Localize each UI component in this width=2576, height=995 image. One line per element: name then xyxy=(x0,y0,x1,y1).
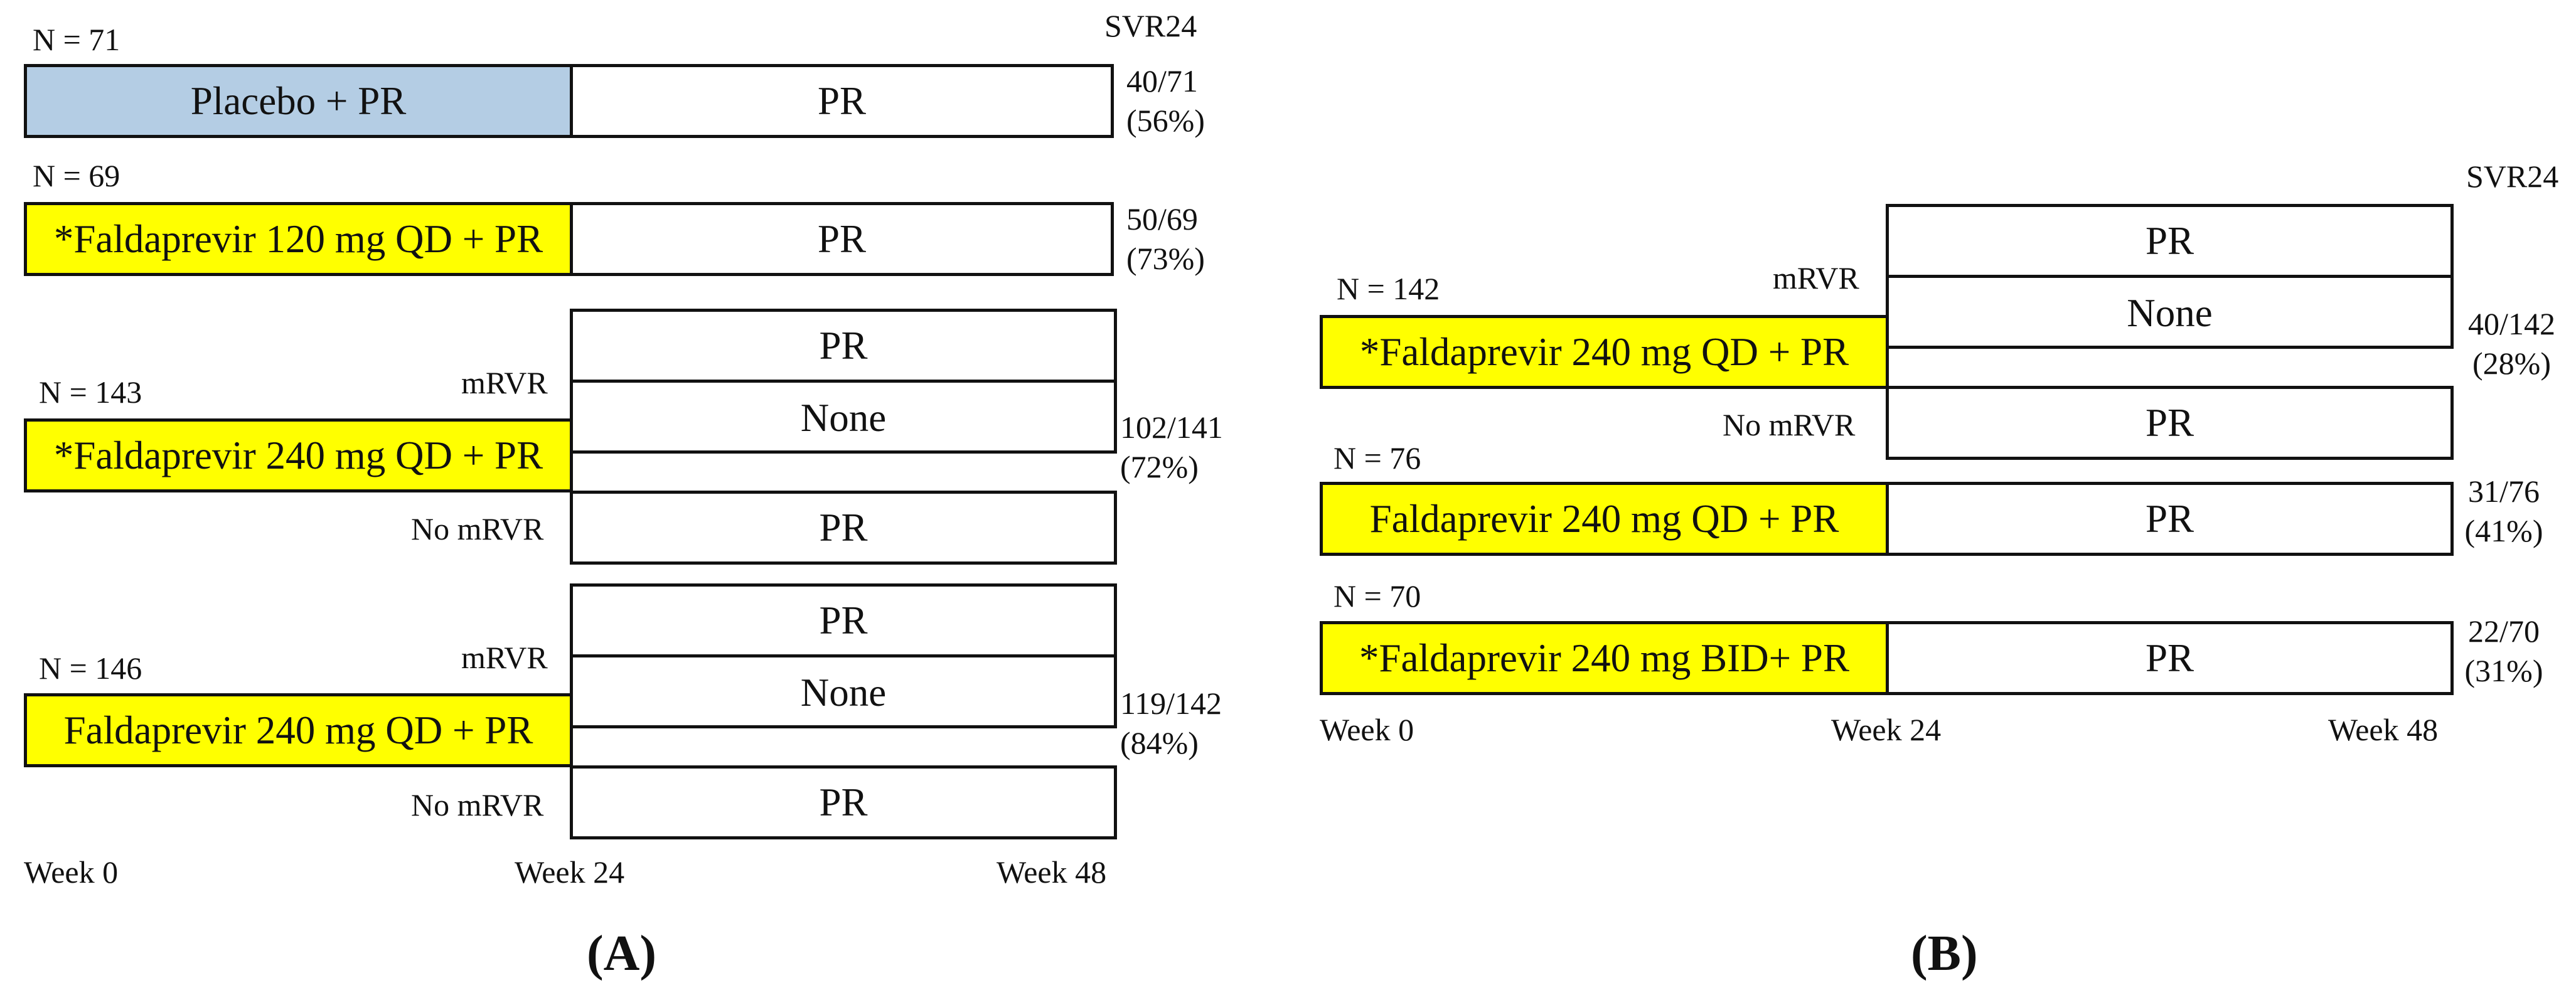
mrvr-label: mRVR xyxy=(461,640,548,675)
svr-result: 22/70 (31%) xyxy=(2460,612,2548,691)
axis-week-0: Week 0 xyxy=(24,854,119,890)
n-label: N = 146 xyxy=(39,651,142,686)
n-label: N = 71 xyxy=(33,22,120,57)
mrvr-label: mRVR xyxy=(1773,260,1859,295)
pr-box: PR xyxy=(1886,482,2454,556)
pr-box: PR xyxy=(570,491,1117,565)
axis-week-48: Week 48 xyxy=(997,854,1107,890)
svr-percent: (41%) xyxy=(2464,513,2543,548)
svr-fraction: 22/70 xyxy=(2468,614,2540,649)
pr-box: PR xyxy=(570,64,1114,138)
n-label: N = 143 xyxy=(39,375,142,410)
none-box: None xyxy=(570,654,1117,728)
svr-fraction: 50/69 xyxy=(1126,201,1198,237)
axis-week-24: Week 24 xyxy=(1831,712,1942,747)
pr-box: PR xyxy=(570,202,1114,276)
treatment-box-placebo: Placebo + PR xyxy=(24,64,573,138)
pr-box: PR xyxy=(1886,386,2454,460)
pr-box: PR xyxy=(570,765,1117,839)
svr-percent: (73%) xyxy=(1126,241,1205,276)
none-box: None xyxy=(570,380,1117,454)
svr-result: 31/76 (41%) xyxy=(2460,472,2548,551)
axis-week-24: Week 24 xyxy=(515,854,625,890)
panel-label-a: (A) xyxy=(587,926,657,981)
treatment-box: Faldaprevir 240 mg QD + PR xyxy=(1320,482,1889,556)
svr-result: 40/71 (56%) xyxy=(1126,61,1205,141)
no-mrvr-label: No mRVR xyxy=(411,511,544,546)
treatment-box: Faldaprevir 240 mg QD + PR xyxy=(24,693,573,767)
svr-fraction: 31/76 xyxy=(2468,474,2540,509)
svr-percent: (28%) xyxy=(2472,346,2551,381)
svr-fraction: 40/71 xyxy=(1126,63,1198,98)
svr-fraction: 102/141 xyxy=(1120,410,1223,445)
treatment-box: *Faldaprevir 240 mg QD + PR xyxy=(1320,315,1889,389)
svr-header-a: SVR24 xyxy=(1104,8,1197,43)
pr-box: PR xyxy=(1886,204,2454,278)
n-label: N = 69 xyxy=(33,158,120,193)
svr-result: 50/69 (73%) xyxy=(1126,200,1205,279)
axis-week-0: Week 0 xyxy=(1320,712,1414,747)
svr-result: 119/142 (84%) xyxy=(1120,684,1222,763)
treatment-box: *Faldaprevir 120 mg QD + PR xyxy=(24,202,573,276)
panel-label-b: (B) xyxy=(1911,926,1978,981)
svr-header-b: SVR24 xyxy=(2466,159,2559,194)
svr-fraction: 40/142 xyxy=(2468,306,2555,341)
none-box: None xyxy=(1886,275,2454,349)
treatment-box: *Faldaprevir 240 mg BID+ PR xyxy=(1320,621,1889,695)
treatment-box: *Faldaprevir 240 mg QD + PR xyxy=(24,418,573,492)
pr-box: PR xyxy=(570,309,1117,383)
n-label: N = 70 xyxy=(1333,578,1421,614)
svr-fraction: 119/142 xyxy=(1120,686,1222,721)
mrvr-label: mRVR xyxy=(461,365,548,400)
svr-percent: (84%) xyxy=(1120,725,1199,760)
axis-week-48: Week 48 xyxy=(2328,712,2439,747)
no-mrvr-label: No mRVR xyxy=(411,787,544,822)
svr-result: 102/141 (72%) xyxy=(1120,408,1223,487)
n-label: N = 142 xyxy=(1337,271,1440,306)
svr-result: 40/142 (28%) xyxy=(2454,304,2570,383)
no-mrvr-label: No mRVR xyxy=(1723,407,1856,442)
svr-percent: (56%) xyxy=(1126,103,1205,138)
n-label: N = 76 xyxy=(1333,440,1421,476)
pr-box: PR xyxy=(570,583,1117,657)
svr-percent: (72%) xyxy=(1120,449,1199,484)
svr-percent: (31%) xyxy=(2464,653,2543,688)
pr-box: PR xyxy=(1886,621,2454,695)
